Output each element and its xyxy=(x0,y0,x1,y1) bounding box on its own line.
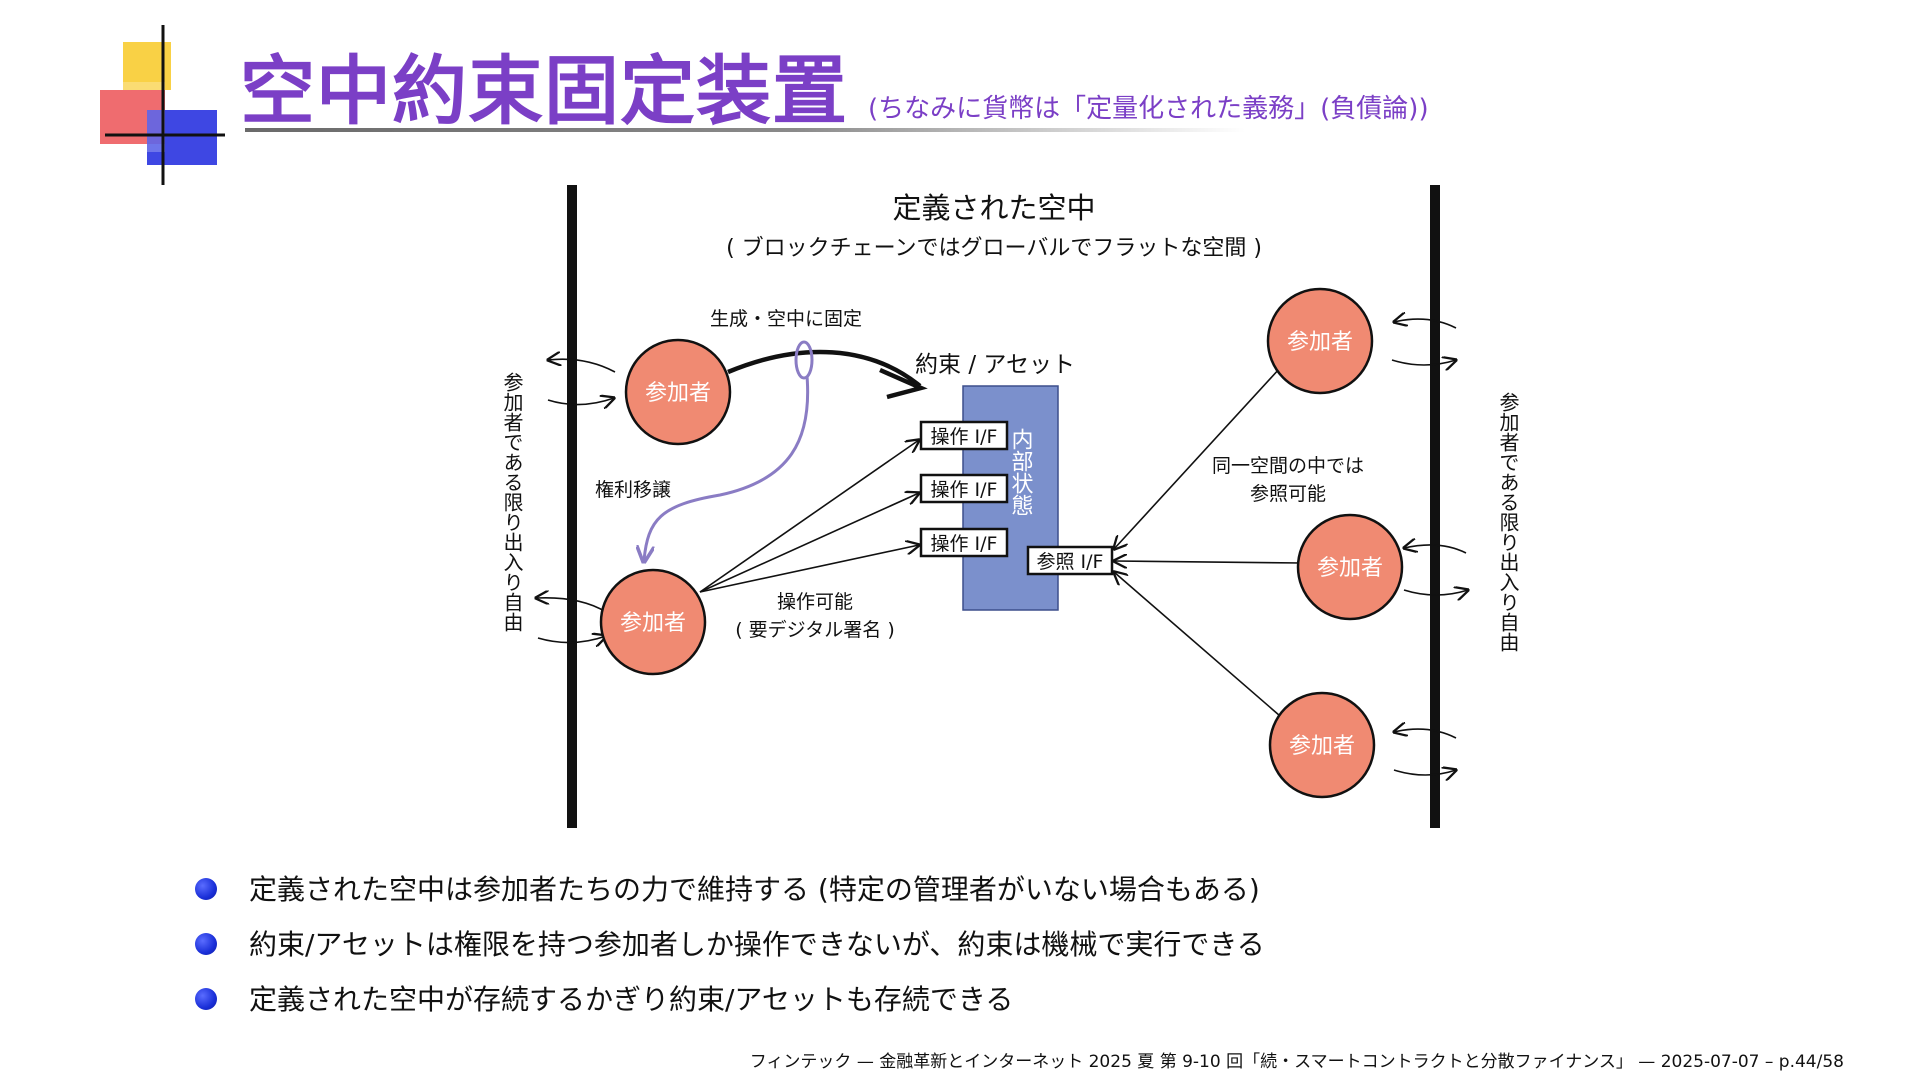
slide-footer: フィンテック — 金融革新とインターネット 2025 夏 第 9-10 回「続・… xyxy=(749,1052,1844,1072)
space-subtitle: ( ブロックチェーンではグローバルでフラットな空間 ) xyxy=(726,236,1262,261)
operate-arrow-1 xyxy=(699,440,919,593)
left-exit-arrow-2 xyxy=(536,598,607,613)
operate-if-box-3 xyxy=(919,527,1009,558)
reference-if-label: 参照 I/F xyxy=(1037,551,1104,573)
participant-label-1: 参加者 xyxy=(645,381,711,406)
slide-logo xyxy=(95,25,225,185)
bullet-text-2: 約束/アセットは権限を持つ参加者しか操作できないが、約束は機械で実行できる xyxy=(249,928,1265,961)
right-enter-arrow-3 xyxy=(1393,770,1456,775)
participant-label-4: 参加者 xyxy=(1317,556,1383,581)
right-enter-arrow-2 xyxy=(1403,590,1468,595)
right-side-label: 参加者である限り出入り自由 xyxy=(1496,392,1520,652)
bullet-dot-icon xyxy=(195,878,217,900)
slide-title-block: 空中約束固定装置 (ちなみに貨幣は「定量化された義務」(負債論)) xyxy=(240,30,1429,139)
same-space-label-1: 同一空間の中では xyxy=(1212,455,1364,477)
reference-if-box xyxy=(1026,545,1114,576)
participant-node-3: 参加者 xyxy=(1266,287,1374,395)
participant-label-3: 参加者 xyxy=(1287,330,1353,355)
bullet-item-3: 定義された空中が存続するかぎり約束/アセットも存続できる xyxy=(195,972,1265,1027)
participant-node-2: 参加者 xyxy=(599,568,707,676)
participant-label-5: 参加者 xyxy=(1289,734,1355,759)
reference-arrow-1 xyxy=(1114,367,1281,549)
participant-node-1: 参加者 xyxy=(624,338,732,446)
operate-if-box-1 xyxy=(919,420,1009,451)
reference-arrow-3 xyxy=(1114,572,1288,723)
bullet-item-1: 定義された空中は参加者たちの力で維持する (特定の管理者がいない場合もある) xyxy=(195,862,1265,917)
left-boundary-wall xyxy=(567,185,577,828)
same-space-label-2: 参照可能 xyxy=(1250,483,1326,505)
operate-if-label-1: 操作 I/F xyxy=(931,426,998,448)
transfer-arrow xyxy=(644,375,810,560)
right-enter-arrow-1 xyxy=(1391,360,1456,365)
slide-title: 空中約束固定装置 xyxy=(240,47,849,135)
space-title: 定義された空中 xyxy=(892,191,1095,225)
participant-node-5: 参加者 xyxy=(1268,691,1376,799)
transfer-label: 権利移譲 xyxy=(595,479,671,501)
operate-arrow-3 xyxy=(699,545,919,593)
operate-if-label-3: 操作 I/F xyxy=(931,533,998,555)
fix-ring xyxy=(794,340,814,380)
right-boundary-wall xyxy=(1430,185,1440,828)
bullet-dot-icon xyxy=(195,988,217,1010)
fix-arrow xyxy=(727,349,922,388)
bullet-dot-icon xyxy=(195,933,217,955)
right-exit-arrow-1 xyxy=(1394,319,1457,329)
operate-if-box-2 xyxy=(919,473,1009,504)
bullet-list: 定義された空中は参加者たちの力で維持する (特定の管理者がいない場合もある) 約… xyxy=(195,862,1265,1027)
fix-arrow-head xyxy=(879,367,928,400)
operate-if-label-2: 操作 I/F xyxy=(931,479,998,501)
operable-label: 操作可能 xyxy=(777,591,853,613)
left-side-label: 参加者である限り出入り自由 xyxy=(500,372,524,632)
bullet-item-2: 約束/アセットは権限を持つ参加者しか操作できないが、約束は機械で実行できる xyxy=(195,917,1265,972)
right-exit-arrow-3 xyxy=(1394,729,1457,739)
participant-label-2: 参加者 xyxy=(620,611,686,636)
left-exit-arrow-1 xyxy=(548,359,616,373)
signature-label: ( 要デジタル署名 ) xyxy=(735,619,895,641)
title-underline xyxy=(245,128,1245,132)
bullet-text-1: 定義された空中は参加者たちの力で維持する (特定の管理者がいない場合もある) xyxy=(249,873,1260,906)
left-enter-arrow-2 xyxy=(537,636,606,643)
reference-arrow-2 xyxy=(1114,561,1303,563)
left-enter-arrow-1 xyxy=(547,398,614,405)
asset-label: 約束 / アセット xyxy=(915,352,1075,378)
fix-label: 生成・空中に固定 xyxy=(710,308,862,330)
right-exit-arrow-2 xyxy=(1404,545,1467,554)
internal-state-label: 内部状態 xyxy=(1008,428,1034,516)
participant-node-4: 参加者 xyxy=(1296,513,1404,621)
operate-arrow-2 xyxy=(699,493,919,593)
slide-subtitle: (ちなみに貨幣は「定量化された義務」(負債論)) xyxy=(868,94,1429,124)
bullet-text-3: 定義された空中が存続するかぎり約束/アセットも存続できる xyxy=(249,983,1014,1016)
